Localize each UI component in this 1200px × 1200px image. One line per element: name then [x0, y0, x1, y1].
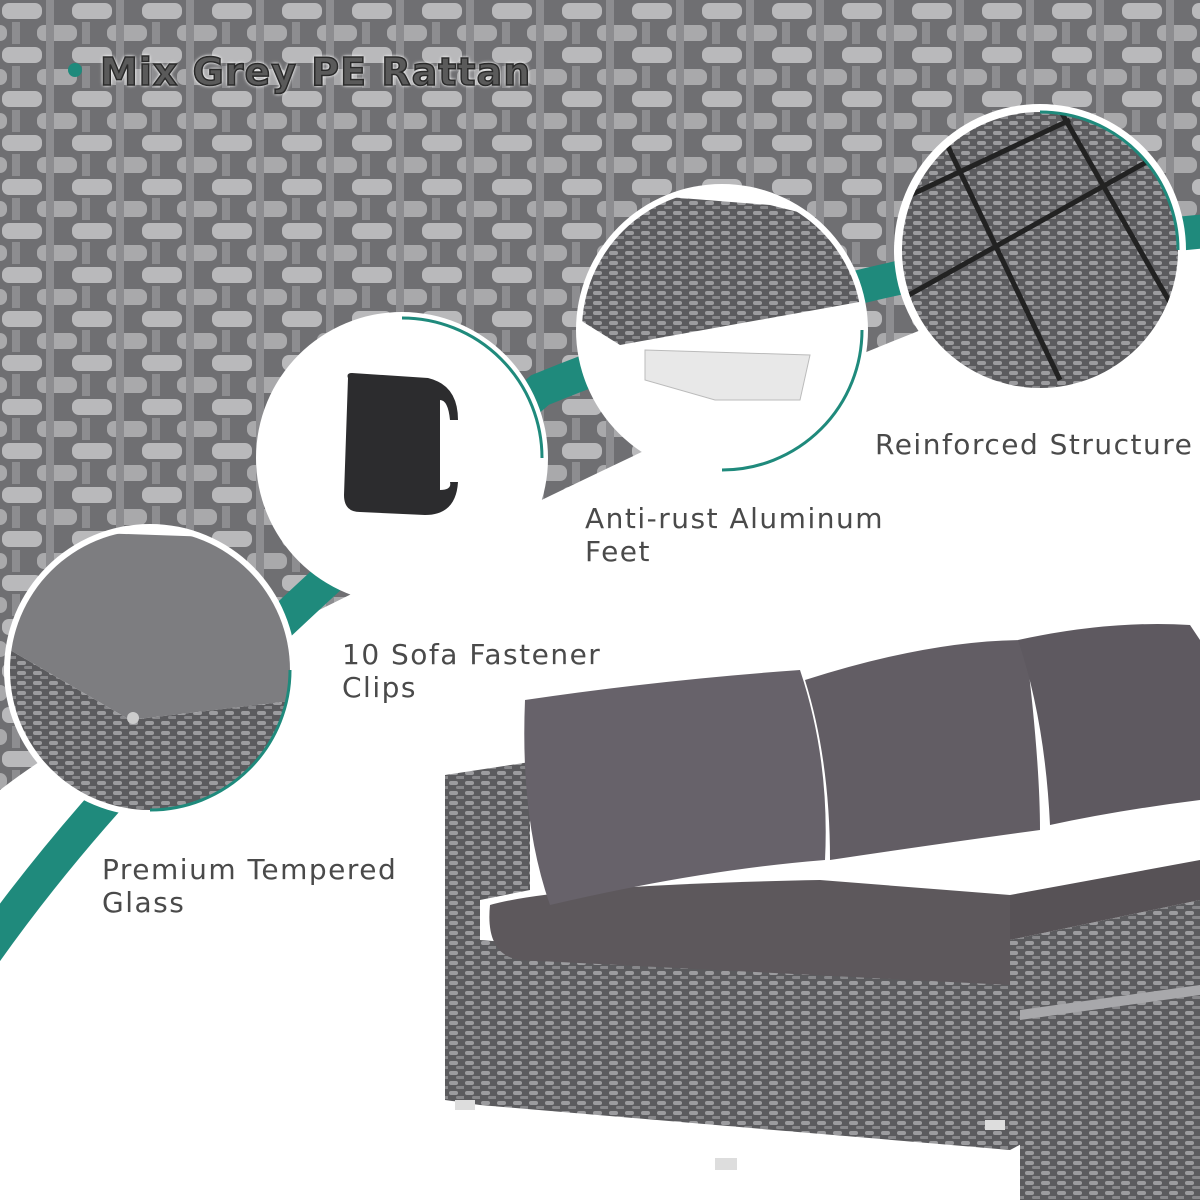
- fastener-clip-image: [256, 312, 548, 604]
- sofa-photo: [445, 624, 1200, 1200]
- headline: Mix Grey PE Rattan: [99, 49, 532, 95]
- bullet-dot-icon: [68, 63, 82, 77]
- label-reinforced-structure: Reinforced Structure: [875, 428, 1194, 461]
- reinforced-structure-image: [894, 104, 1186, 396]
- tempered-glass-image: [4, 524, 296, 816]
- clip-icon: [344, 373, 458, 515]
- label-tempered-glass: Premium Tempered Glass: [102, 853, 398, 919]
- label-fastener-clips: 10 Sofa Fastener Clips: [342, 638, 602, 704]
- aluminum-feet-image: [576, 184, 868, 476]
- label-aluminum-feet: Anti-rust Aluminum Feet: [585, 502, 884, 568]
